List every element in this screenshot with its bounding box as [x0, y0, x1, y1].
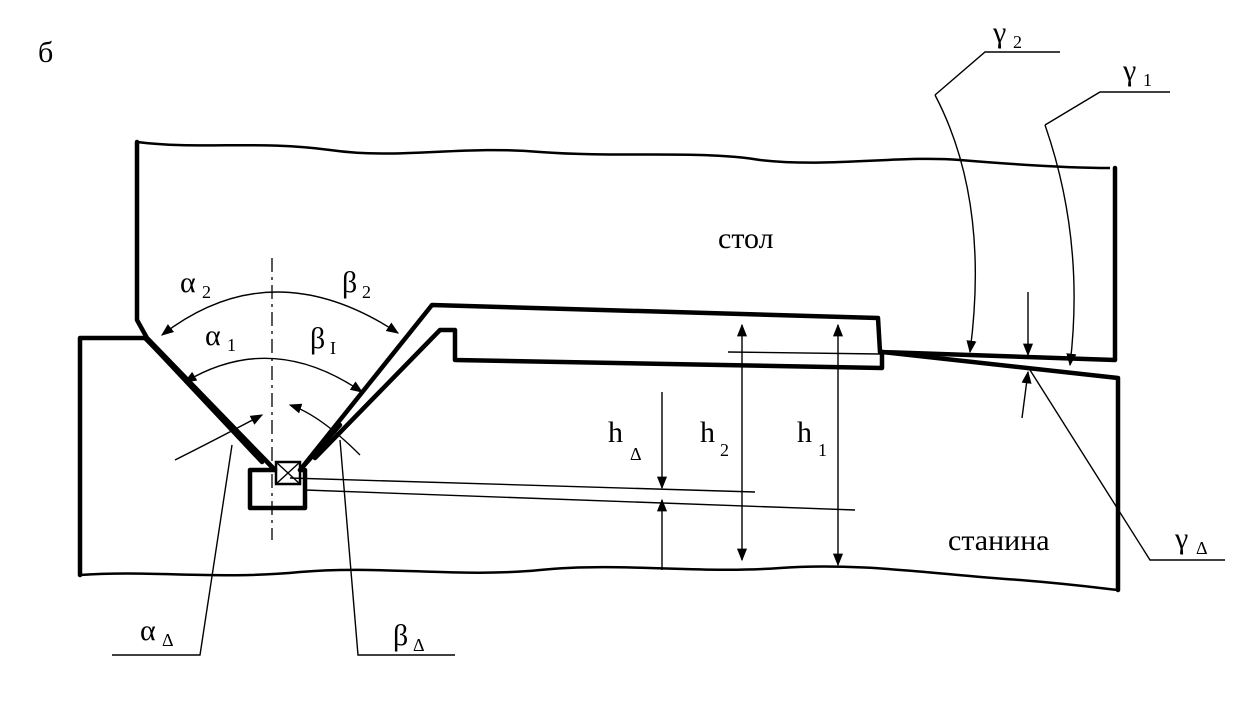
bed-outline	[77, 335, 1121, 593]
svg-text:β: β	[393, 619, 408, 652]
svg-text:2: 2	[1013, 32, 1022, 52]
table-inner-step	[312, 327, 885, 461]
svg-text:β: β	[342, 266, 357, 299]
svg-text:Δ: Δ	[630, 444, 642, 464]
svg-text:γ: γ	[1174, 522, 1188, 555]
svg-text:h: h	[700, 416, 715, 449]
gamma1-leader	[1044, 91, 1170, 126]
svg-text:Δ: Δ	[413, 635, 425, 655]
svg-text:β: β	[310, 322, 325, 355]
gamma-delta-arrow-bottom	[1021, 370, 1032, 419]
label-gamma-1: γ 1	[1122, 54, 1152, 90]
svg-text:h: h	[608, 416, 623, 449]
bed-right-top	[879, 349, 1121, 593]
svg-text:γ: γ	[992, 16, 1006, 49]
bed-label: станина	[948, 524, 1050, 557]
svg-text:1: 1	[818, 440, 827, 460]
svg-text:1: 1	[227, 335, 236, 355]
bed-break-line	[79, 565, 1119, 592]
svg-text:α: α	[205, 319, 221, 352]
table-label: стол	[718, 222, 774, 255]
leader-beta-delta	[339, 439, 455, 656]
table-break-line	[136, 140, 1111, 170]
label-gamma-2: γ 2	[992, 16, 1022, 52]
label-h-2: h 2	[700, 416, 729, 460]
label-alpha-1: α 1	[205, 319, 236, 355]
svg-text:2: 2	[362, 282, 371, 302]
label-beta-2: β 2	[342, 266, 371, 302]
label-h-delta: h Δ	[608, 416, 642, 464]
arc-alpha-delta	[174, 414, 264, 461]
gamma2-leader	[934, 51, 1060, 96]
label-alpha-delta: α Δ	[140, 614, 174, 650]
svg-text:I: I	[330, 338, 336, 358]
gamma-delta-leader	[1029, 369, 1225, 561]
svg-text:Δ: Δ	[1196, 538, 1208, 558]
svg-text:1: 1	[1143, 70, 1152, 90]
arc-alpha2-beta2	[161, 291, 400, 336]
label-beta-delta: β Δ	[393, 619, 425, 655]
ref-line-2	[304, 489, 856, 511]
leader-alpha-delta	[112, 444, 233, 656]
gamma2-arc	[934, 94, 977, 354]
svg-text:2: 2	[720, 440, 729, 460]
svg-text:Δ: Δ	[162, 630, 174, 650]
table-left-wall	[134, 139, 278, 473]
ref-line-1	[289, 477, 756, 493]
label-gamma-delta: γ Δ	[1174, 522, 1208, 558]
arc-beta-delta	[288, 403, 361, 456]
svg-text:2: 2	[202, 282, 211, 302]
label-beta-1: β I	[310, 322, 336, 358]
table-v-right	[297, 165, 1118, 473]
svg-text:γ: γ	[1122, 54, 1136, 87]
arc-alpha1-beta1	[183, 357, 364, 393]
ref-line-top	[727, 351, 881, 355]
bed-left-wall	[77, 335, 343, 578]
gauge-square	[274, 460, 302, 486]
label-h-1: h 1	[797, 416, 827, 460]
svg-text:α: α	[180, 266, 196, 299]
bed-v-inner	[149, 342, 265, 465]
gauge-square-cross	[275, 461, 301, 485]
svg-text:h: h	[797, 416, 812, 449]
gamma1-arc	[1044, 124, 1077, 367]
label-alpha-2: α 2	[180, 266, 211, 302]
svg-text:α: α	[140, 614, 156, 647]
figure-letter: б	[38, 36, 53, 69]
